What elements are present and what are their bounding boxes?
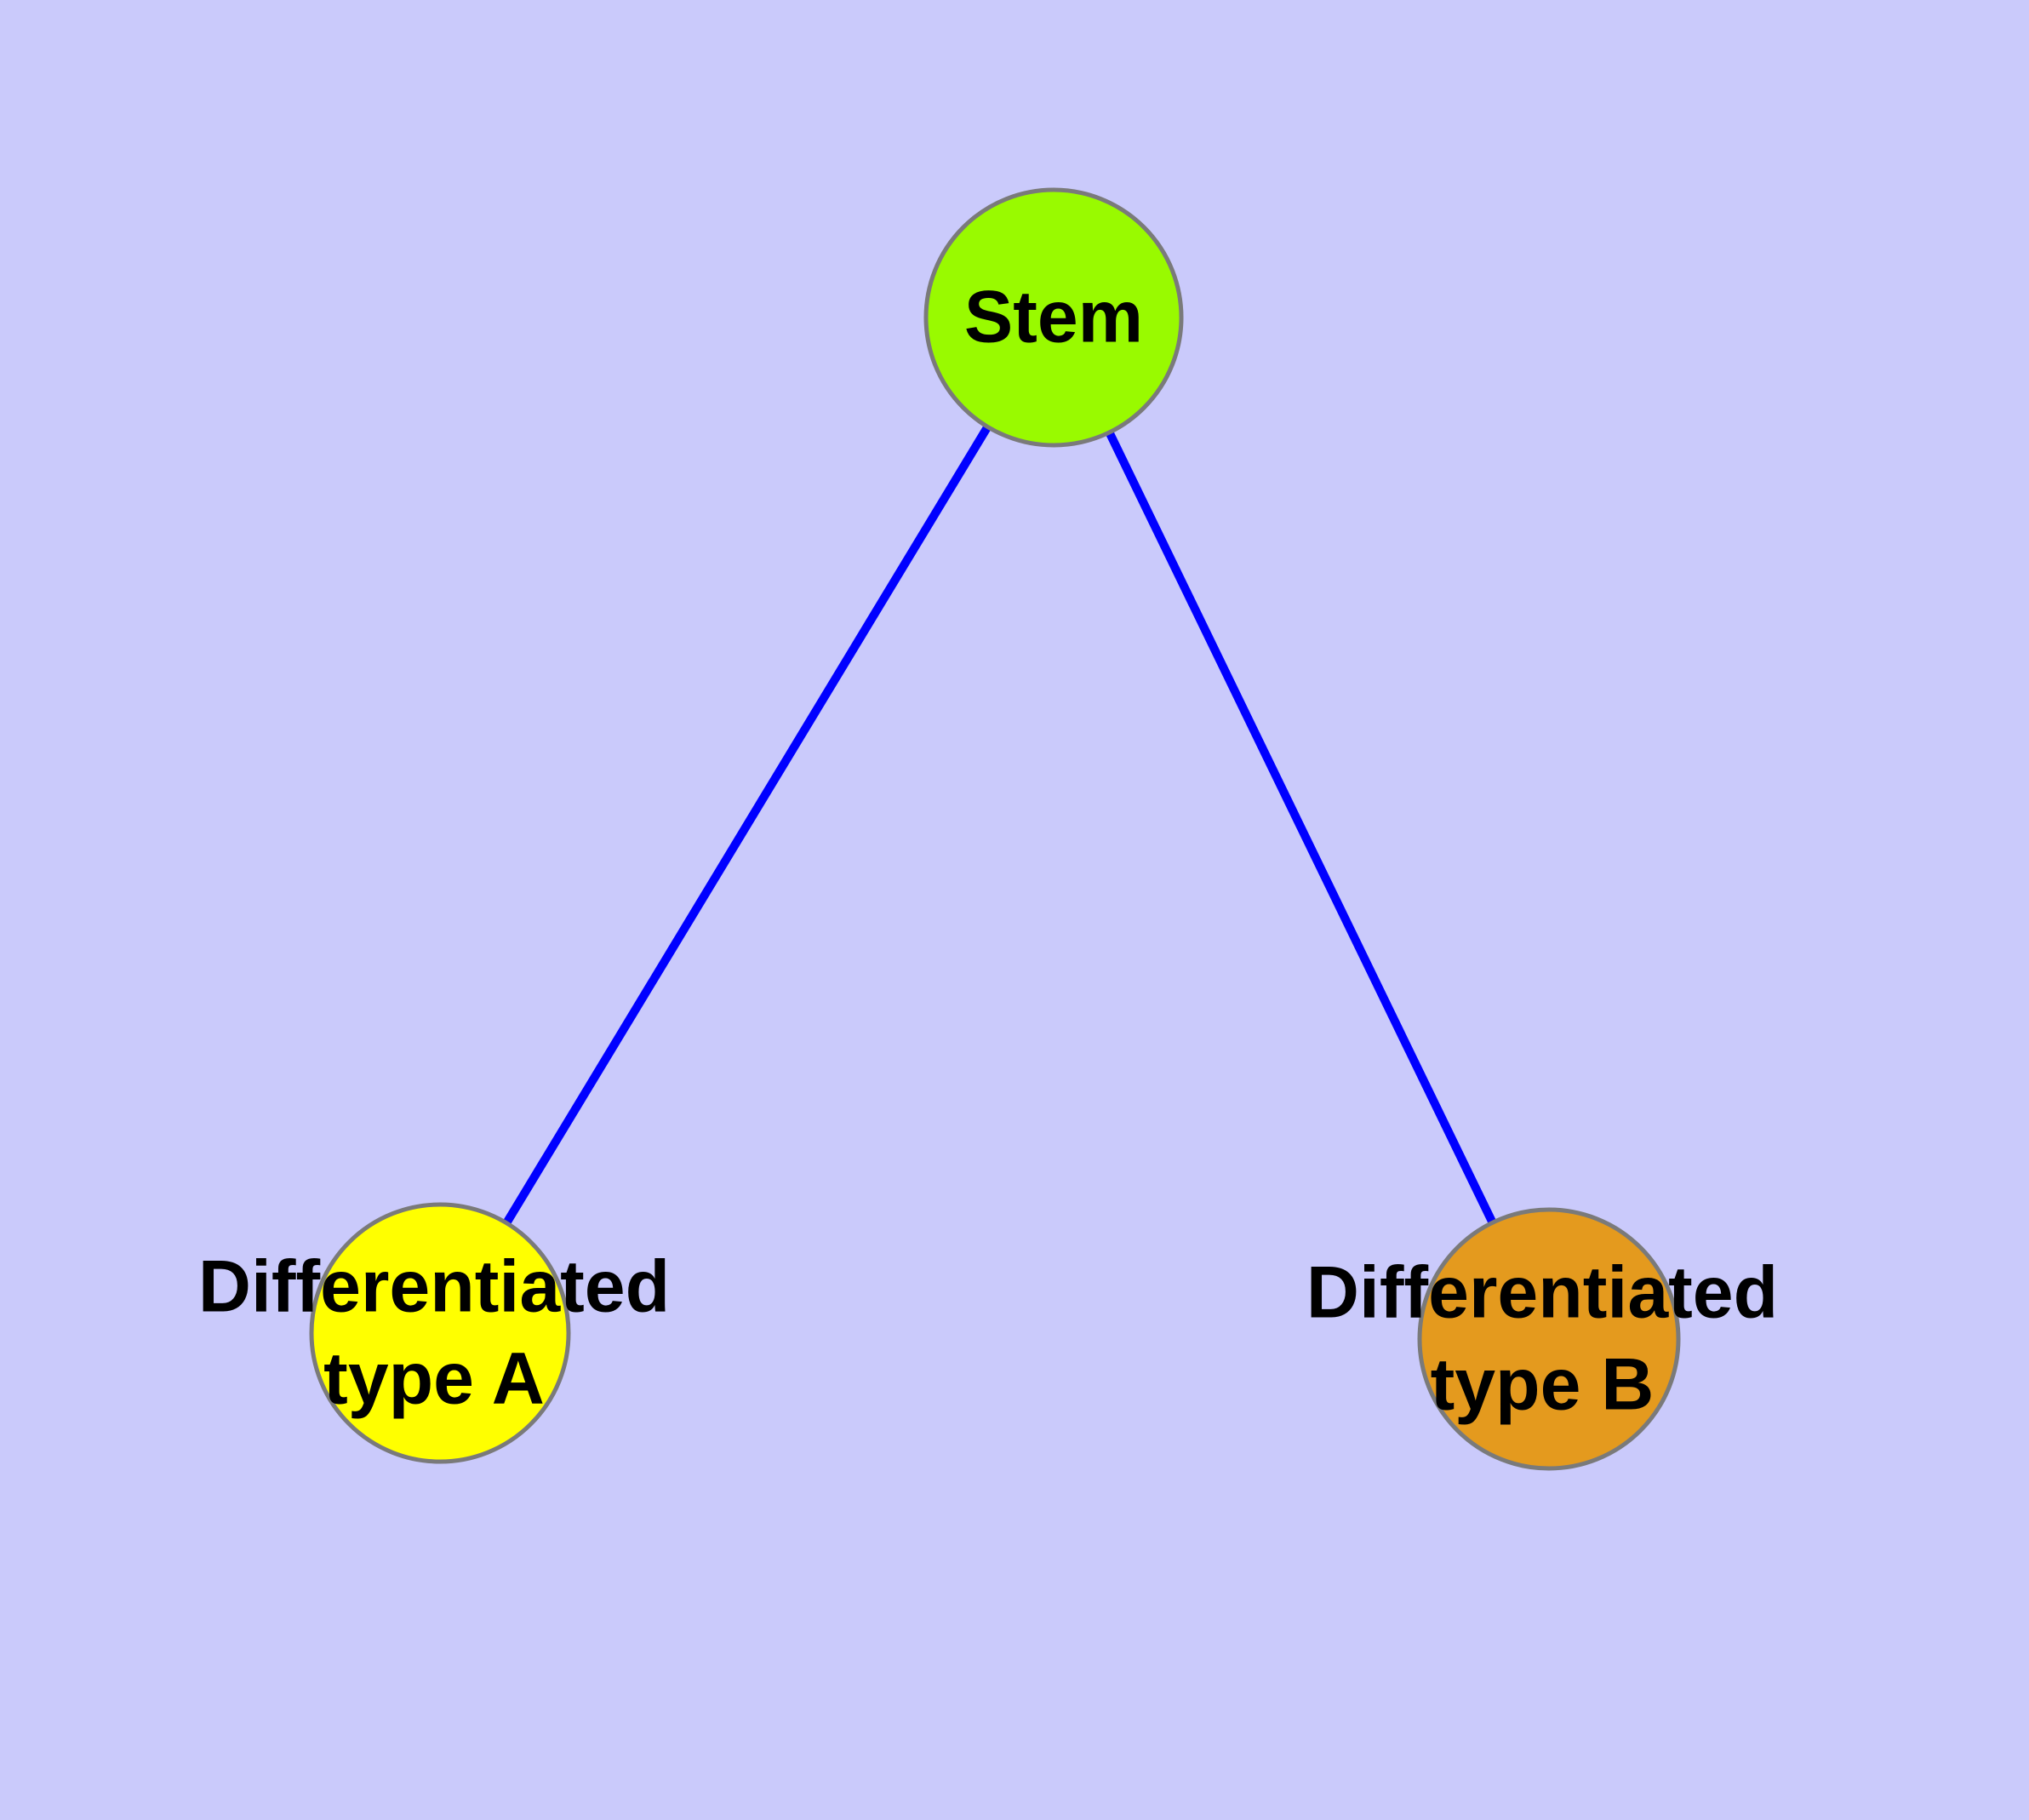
edge-stem-to-type-a [436, 315, 1058, 1336]
node-stem-circle [923, 187, 1184, 448]
node-type-b-circle [1417, 1207, 1681, 1471]
node-type-a-circle [309, 1202, 571, 1464]
edge-stem-to-type-b [1049, 315, 1553, 1342]
